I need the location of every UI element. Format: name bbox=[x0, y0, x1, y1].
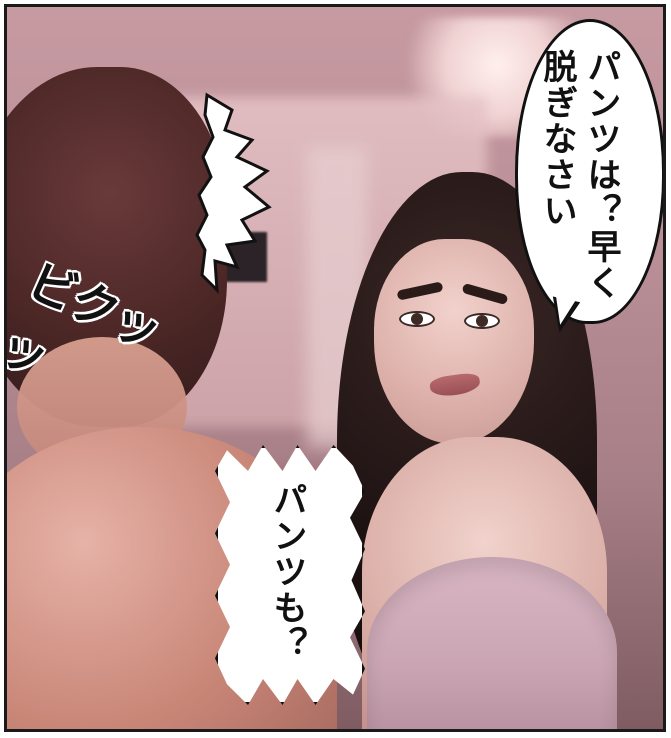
woman-right-pupil bbox=[476, 315, 488, 327]
woman-face bbox=[374, 239, 534, 444]
woman-left-pupil bbox=[411, 313, 423, 325]
comic-panel: パンツは？早く脱ぎなさい パンツも？ ビクッッ bbox=[4, 4, 666, 732]
speech-text-top: パンツは？早く脱ぎなさい bbox=[537, 49, 621, 301]
speech-bubble-top bbox=[515, 19, 663, 324]
shock-burst-icon bbox=[195, 92, 272, 294]
speech-text-bottom: パンツも？ bbox=[267, 482, 307, 662]
woman-dress bbox=[367, 557, 617, 729]
